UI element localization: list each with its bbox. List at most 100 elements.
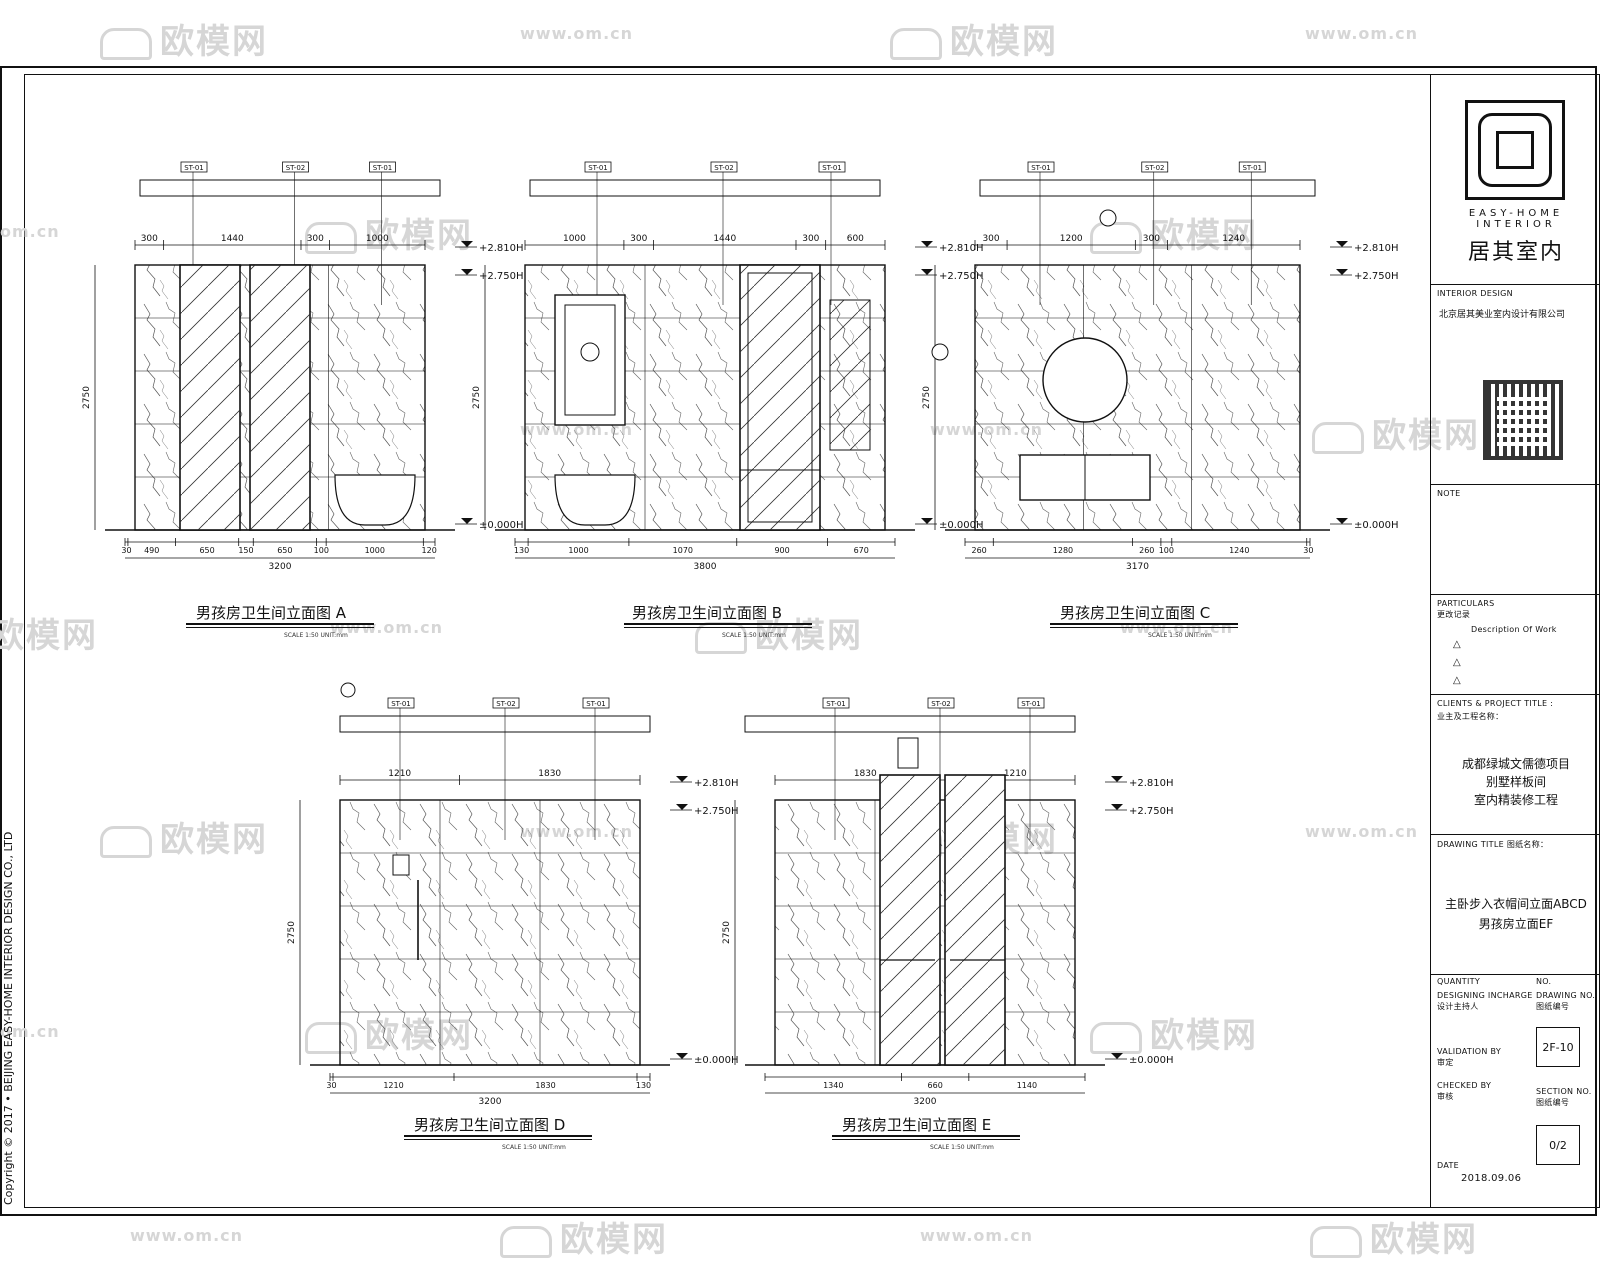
total-dimension-label: 3800 [694,562,717,572]
top-dimension-label: 1200 [1060,234,1083,244]
total-dimension-label: 3200 [479,1097,502,1107]
title-underline [404,1135,592,1137]
bottom-dimension-label: 30 [326,1081,336,1090]
bottom-dimension-label: 100 [1159,546,1174,555]
bottom-dimension-label: 1140 [1017,1081,1037,1090]
title-underline [1050,627,1238,628]
title-underline [186,627,374,628]
bottom-dimension-label: 100 [314,546,329,555]
wall-marble-panel [339,799,641,1066]
total-dimension-label: 3200 [914,1097,937,1107]
top-dimension-label: 1830 [538,769,561,779]
material-tag-box [1141,161,1169,173]
material-tag-box [1017,697,1045,709]
material-tag-label: ST-02 [931,700,951,708]
level-label: +2.810H [694,778,739,789]
bathtub [334,474,416,526]
material-tag-box [369,161,396,173]
title-underline [404,1139,592,1140]
title-underline [624,623,812,625]
height-dimension-label: 2750 [922,386,932,409]
height-dimension-label: 2750 [287,921,297,944]
bottom-dimension-label: 660 [928,1081,943,1090]
bottom-dimension-label: 120 [422,546,437,555]
top-dimension-label: 1210 [1004,769,1027,779]
interior-design-section: INTERIOR DESIGN 北京居其美业室内设计有限公司 [1431,284,1600,484]
level-label: +2.750H [1354,271,1399,282]
bottom-dimension-label: 1070 [673,546,693,555]
level-label: +2.810H [939,243,984,254]
material-tag-box [582,697,610,709]
bottom-dimension-label: 670 [854,546,869,555]
elevation-title-a: 男孩房卫生间立面图 A [196,604,347,622]
bottom-dimension-label: 1210 [383,1081,403,1090]
level-triangle-icon [921,241,933,247]
material-tag-label: ST-01 [588,164,608,172]
sheet-info-section: QUANTITY NO. DESIGNING INCHARGE 设计主持人 DR… [1431,974,1600,1208]
level-triangle-icon [1111,776,1123,782]
sheet-outer-border [0,66,1597,1216]
page-number: 0/2 [1536,1125,1580,1165]
material-tag-box [927,697,955,709]
total-dimension-label: 3200 [269,562,292,572]
top-dimension-label: 300 [141,234,158,244]
material-tag-label: ST-02 [286,164,306,172]
material-tag-label: ST-01 [1021,700,1041,708]
level-label: +2.750H [1129,806,1174,817]
shower-head-icon [392,854,410,876]
material-tag-box [818,161,846,173]
bottom-dimension-label: 900 [774,546,789,555]
brand-chinese: 居其室内 [1467,240,1564,265]
level-triangle-icon [1111,804,1123,810]
title-underline [624,627,812,628]
title-underline [832,1139,1020,1140]
level-label: ±0.000H [1129,1055,1174,1066]
elevation-drawings: +2.810H +2.750H ±0.000H 2750 300 1440 300 1000 3… [82,161,1399,1107]
revision-triangle-icon: △ [1453,675,1461,686]
height-dimension-label: 2750 [82,386,92,409]
elevation-title-d: 男孩房卫生间立面图 D [414,1116,566,1134]
level-label: ±0.000H [694,1055,739,1066]
material-tag-box [584,161,612,173]
level-triangle-icon [1336,241,1348,247]
material-tag-label: ST-01 [1242,164,1262,172]
material-tag-box [1027,161,1055,173]
bottom-dimension-label: 260 [1139,546,1154,555]
glass-hatch [249,264,311,531]
level-label: +2.750H [694,806,739,817]
top-dimension-label: 1000 [563,234,586,244]
ceiling-slab [979,179,1316,197]
glass-hatch [944,774,1006,1066]
section-marker-icon [340,682,356,698]
top-dimension-label: 1440 [713,234,736,244]
top-dimension-label: 600 [847,234,864,244]
bottom-dimension-label: 130 [514,546,529,555]
material-tag-label: ST-02 [496,700,516,708]
height-dimension-label: 2750 [472,386,482,409]
level-label: +2.750H [479,271,524,282]
glass-hatch [739,264,821,531]
bottom-dimension-label: 1830 [535,1081,555,1090]
material-tag-box [282,161,309,173]
scale-note: SCALE 1:50 UNIT:mm [502,1144,566,1151]
ceiling-slab [744,715,1076,733]
scale-note: SCALE 1:50 UNIT:mm [722,632,786,639]
height-dimension-label: 2750 [722,921,732,944]
round-mirror [1042,337,1128,423]
level-triangle-icon [921,269,933,275]
level-triangle-icon [1336,269,1348,275]
top-dimension-label: 300 [802,234,819,244]
drawing-title-section: DRAWING TITLE 图纸名称： 主卧步入衣帽间立面ABCD 男孩房立面E… [1431,834,1600,974]
level-label: +2.810H [1354,243,1399,254]
scale-note: SCALE 1:50 UNIT:mm [284,632,348,639]
title-underline [186,623,374,625]
bottom-dimension-label: 1340 [823,1081,843,1090]
section-marker-icon [1099,209,1117,227]
glass-hatch [179,264,241,531]
material-tag-label: ST-01 [1031,164,1051,172]
section-marker-icon [931,343,949,361]
ceiling-slab [339,715,651,733]
level-label: +2.750H [939,271,984,282]
